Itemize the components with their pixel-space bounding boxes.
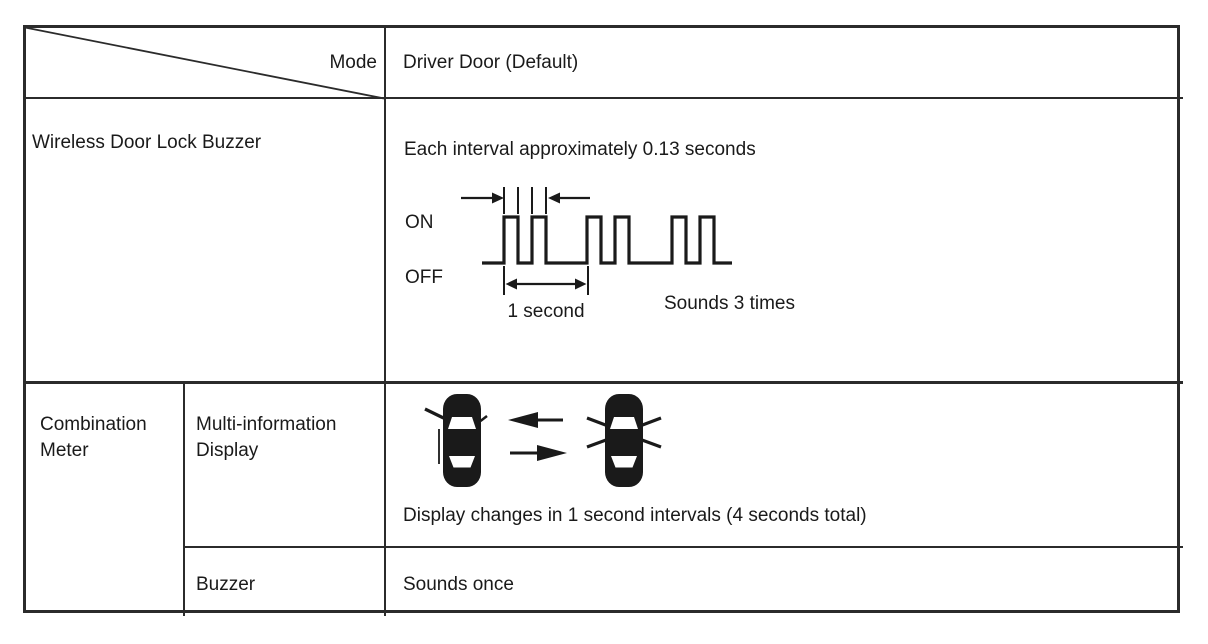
header-mode-value: Driver Door (Default) xyxy=(403,52,579,73)
waveform-off-label: OFF xyxy=(405,267,443,288)
table-row2-divider xyxy=(23,381,1183,384)
buzzer-value: Sounds once xyxy=(403,574,514,595)
multi-information-display-label: Multi-information Display xyxy=(196,414,337,461)
interval-note: Each interval approximately 0.13 seconds xyxy=(404,139,756,160)
multi-information-display-value: Display changes in 1 second intervals (4… xyxy=(403,505,867,526)
buzzer-label: Buzzer xyxy=(196,574,256,595)
table-outer-border xyxy=(23,25,1180,613)
combination-meter-label: Combination Meter xyxy=(40,414,147,461)
table-subcolumn-divider xyxy=(183,381,185,616)
table-header-row-divider xyxy=(23,97,1183,99)
table-subrow-divider xyxy=(184,546,1183,548)
header-mode-label: Mode xyxy=(329,52,377,73)
waveform-on-label: ON xyxy=(405,212,434,233)
table-main-column-divider xyxy=(384,25,386,616)
waveform-result-label: Sounds 3 times xyxy=(664,293,795,314)
waveform-span-label: 1 second xyxy=(507,301,585,322)
wireless-door-lock-buzzer-label: Wireless Door Lock Buzzer xyxy=(32,132,262,153)
